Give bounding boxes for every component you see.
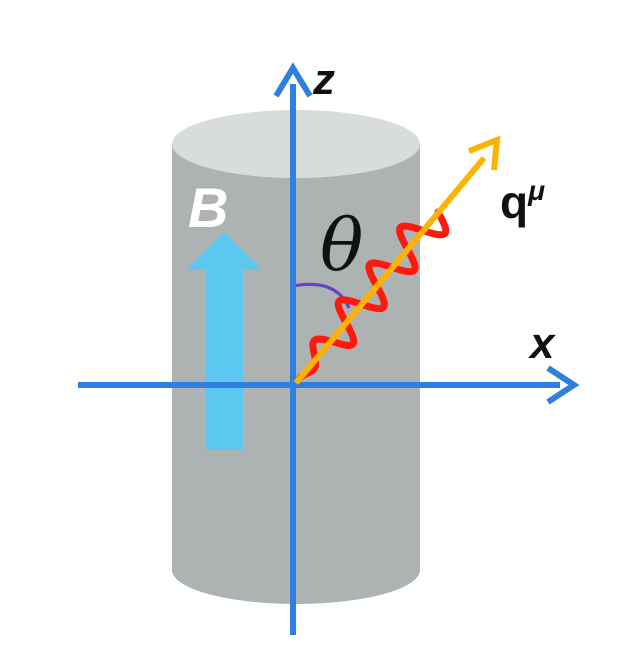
photon-wave — [296, 208, 450, 382]
x-axis-label: x — [528, 319, 556, 368]
z-axis-arrowhead — [273, 62, 313, 98]
angle-label: θ — [320, 203, 363, 287]
momentum-label: qμ — [500, 175, 545, 228]
field-arrow — [186, 232, 262, 450]
momentum-arrowhead — [467, 135, 501, 171]
z-axis-label: z — [312, 55, 335, 104]
momentum-label-sup: μ — [527, 175, 545, 206]
momentum-label-base: q — [500, 176, 528, 228]
momentum-arrow-line — [293, 156, 487, 385]
field-label: B — [188, 176, 228, 239]
x-axis-arrowhead — [546, 365, 580, 405]
